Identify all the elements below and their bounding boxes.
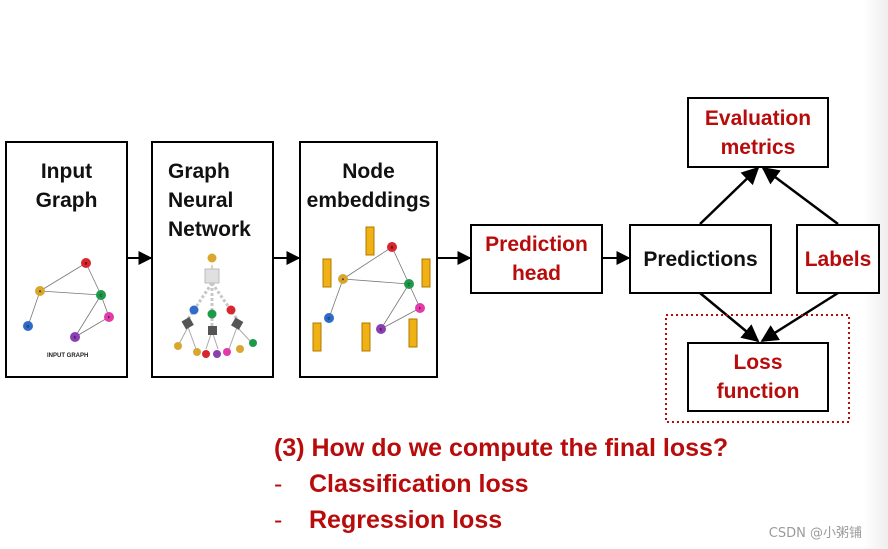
question-text: (3) How do we compute the final loss? <box>274 434 729 462</box>
arrow-predictions-to-metrics <box>699 166 760 225</box>
node-f <box>104 312 114 322</box>
emb-node-label-b: B <box>391 245 394 250</box>
loss-function-box: Loss function <box>687 342 829 412</box>
node-label-d: D <box>27 324 30 329</box>
question-block: (3) How do we compute the final loss? - … <box>274 430 728 538</box>
emb-node-label-a: A <box>342 277 345 282</box>
emb-node-label-e: E <box>380 327 383 332</box>
predictions-title: Predictions <box>643 247 758 271</box>
embedding-bar-a <box>322 258 332 288</box>
emb-node-label-d: D <box>328 316 331 321</box>
node-d <box>23 321 33 331</box>
emb-node-label-c: C <box>408 282 411 287</box>
input-graph-title: Input Graph <box>35 160 98 212</box>
node-b <box>81 258 91 268</box>
gnn-aggregator-top <box>204 268 220 284</box>
labels-box: Labels <box>796 224 880 294</box>
bullet-dash: - <box>274 506 283 534</box>
node-label-b: B <box>85 261 88 266</box>
prediction-head-title: Prediction head <box>485 233 588 285</box>
node-a <box>35 286 45 296</box>
gnn-leaf-3 <box>202 350 210 358</box>
node-label-a: A <box>39 289 42 294</box>
embedding-bar-c <box>421 258 431 288</box>
gnn-node-d <box>189 305 199 315</box>
labels-title: Labels <box>804 247 872 271</box>
arrow-labels-to-metrics <box>761 166 839 226</box>
loss-highlight-dotted-box <box>665 314 850 423</box>
item-regression-loss: Regression loss <box>309 506 503 534</box>
item-classification-loss: Classification loss <box>309 470 529 498</box>
prediction-head-box: Prediction head <box>470 224 603 294</box>
gnn-aggregator-right <box>231 317 244 330</box>
embedding-bar-b <box>365 226 375 256</box>
input-graph-box: Input Graph <box>5 141 128 378</box>
input-graph-caption: INPUT GRAPH <box>47 353 89 359</box>
gnn-leaf-2 <box>193 348 201 356</box>
gnn-leaf-5 <box>223 348 231 356</box>
gnn-aggregator-left <box>181 317 194 330</box>
gnn-aggregator-mid <box>208 326 217 335</box>
gnn-root-node <box>207 253 217 263</box>
predictions-box: Predictions <box>629 224 772 294</box>
gnn-node-b <box>226 305 236 315</box>
node-embeddings-title: Node embeddings <box>306 160 431 212</box>
evaluation-metrics-box: Evaluation metrics <box>687 97 829 168</box>
node-e <box>70 332 80 342</box>
embedding-bar-e <box>361 322 371 352</box>
node-label-f: F <box>108 315 111 320</box>
loss-function-title: Loss function <box>716 351 800 403</box>
node-c <box>96 290 106 300</box>
node-label-e: E <box>74 335 77 340</box>
embedding-bar-f <box>408 318 418 348</box>
node-embeddings-illustration: A B C D E F <box>312 226 431 352</box>
embedding-bar-d <box>312 322 322 352</box>
watermark: CSDN @小粥铺 <box>768 526 862 541</box>
arrow-labels-to-loss <box>760 291 839 343</box>
gnn-computation-tree <box>174 253 257 358</box>
list-item-classification: - Classification loss <box>274 466 728 502</box>
gnn-leaf-4 <box>213 350 221 358</box>
gnn-leaf-7 <box>249 339 257 347</box>
gnn-leaf-6 <box>236 345 244 353</box>
gnn-node-c <box>207 309 217 319</box>
node-label-c: C <box>100 293 103 298</box>
evaluation-metrics-title: Evaluation metrics <box>704 106 812 159</box>
gnn-leaf-1 <box>174 342 182 350</box>
arrow-predictions-to-loss <box>699 292 760 343</box>
bullet-dash: - <box>274 470 283 498</box>
emb-node-label-f: F <box>419 306 422 311</box>
gnn-title: Graph Neural Network <box>168 160 251 241</box>
input-graph-illustration: A B C D E F <box>23 258 114 342</box>
list-item-regression: - Regression loss <box>274 502 728 538</box>
